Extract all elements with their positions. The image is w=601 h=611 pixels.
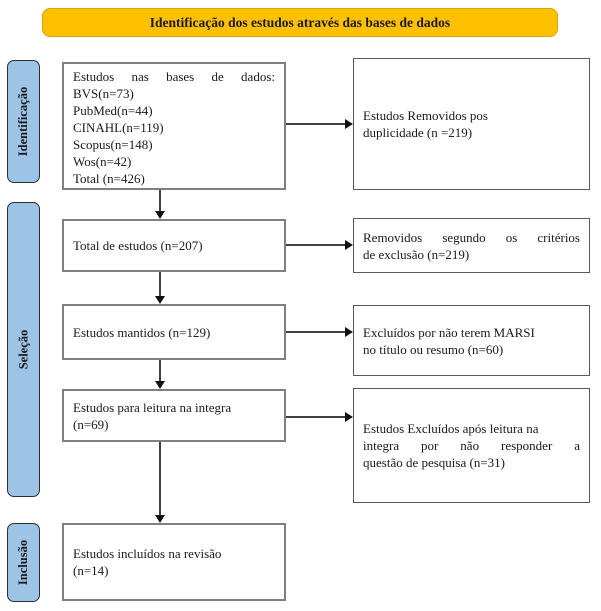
stage-selecao: Seleção [7, 202, 40, 497]
box-databases-line: Wos(n=42) [73, 154, 132, 169]
stage-identificacao-label: Identificação [16, 86, 30, 157]
box-kept-studies: Estudos mantidos (n=129) [62, 304, 286, 360]
down-arrow-4-line [159, 442, 161, 516]
box-included-studies-line: (n=14) [73, 563, 109, 578]
right-arrow-2-head [345, 240, 353, 250]
right-arrow-3-line [286, 331, 345, 333]
box-removed-criteria: Removidos segundo os critérios de exclus… [353, 218, 590, 273]
down-arrow-3-head [155, 381, 165, 389]
down-arrow-2-head [155, 296, 165, 304]
box-databases-line: BVS(n=73) [73, 86, 134, 101]
down-arrow-3-line [159, 360, 161, 382]
box-excluded-marsi: Excluídos por não terem MARSI no título … [353, 305, 590, 376]
box-excluded-marsi-line: no título ou resumo (n=60) [363, 341, 504, 357]
box-excluded-fulltext-line: questão de pesquisa (n=31) [363, 455, 505, 470]
box-included-studies-line: Estudos incluídos na revisão [73, 546, 222, 561]
box-included-studies: Estudos incluídos na revisão (n=14) [62, 523, 286, 601]
stage-inclusao: Inclusão [7, 523, 40, 602]
right-arrow-3-head [345, 327, 353, 337]
box-total-studies-line: Total de estudos (n=207) [73, 238, 203, 253]
box-fulltext-studies-line: Estudos para leitura na integra [73, 399, 232, 415]
box-fulltext-studies: Estudos para leitura na integra (n=69) [62, 389, 286, 442]
down-arrow-1-line [159, 190, 161, 213]
down-arrow-1-head [155, 211, 165, 219]
box-excluded-fulltext: Estudos Excluídos após leitura na integr… [353, 388, 590, 503]
box-excluded-marsi-line: Excluídos por não terem MARSI [363, 324, 535, 340]
banner-title-label: Identificação dos estudos através das ba… [149, 14, 451, 30]
box-databases: Estudos nas bases de dados: BVS(n=73) Pu… [62, 62, 286, 190]
banner-title: Identificação dos estudos através das ba… [42, 8, 558, 37]
box-removed-duplicates-line: duplicidade (n =219) [363, 125, 473, 140]
stage-selecao-label: Seleção [16, 329, 31, 370]
right-arrow-4-head [345, 412, 353, 422]
stage-identificacao: Identificação [7, 60, 40, 183]
box-removed-duplicates: Estudos Removidos pos duplicidade (n =21… [353, 58, 590, 190]
right-arrow-4-line [286, 416, 345, 418]
box-databases-line: Estudos nas bases de dados: [73, 69, 275, 84]
box-excluded-fulltext-line: integra por não responder a [363, 438, 580, 453]
box-databases-line: PubMed(n=44) [73, 103, 153, 118]
box-removed-criteria-line: de exclusão (n=219) [363, 246, 470, 262]
down-arrow-4-head [155, 515, 165, 523]
stage-inclusao-label: Inclusão [16, 539, 30, 586]
right-arrow-1-head [345, 119, 353, 129]
down-arrow-2-line [159, 272, 161, 297]
box-fulltext-studies-line: (n=69) [73, 416, 109, 432]
box-databases-line: Scopus(n=148) [73, 137, 153, 152]
box-excluded-fulltext-line: Estudos Excluídos após leitura na [363, 421, 539, 436]
box-removed-criteria-line: Removidos segundo os critérios [363, 229, 580, 245]
box-databases-line: Total (n=426) [73, 171, 145, 186]
right-arrow-1-line [286, 123, 345, 125]
box-databases-line: CINAHL(n=119) [73, 120, 164, 135]
box-total-studies: Total de estudos (n=207) [62, 219, 286, 272]
right-arrow-2-line [286, 244, 345, 246]
box-removed-duplicates-line: Estudos Removidos pos [363, 108, 488, 123]
box-kept-studies-line: Estudos mantidos (n=129) [73, 324, 211, 340]
